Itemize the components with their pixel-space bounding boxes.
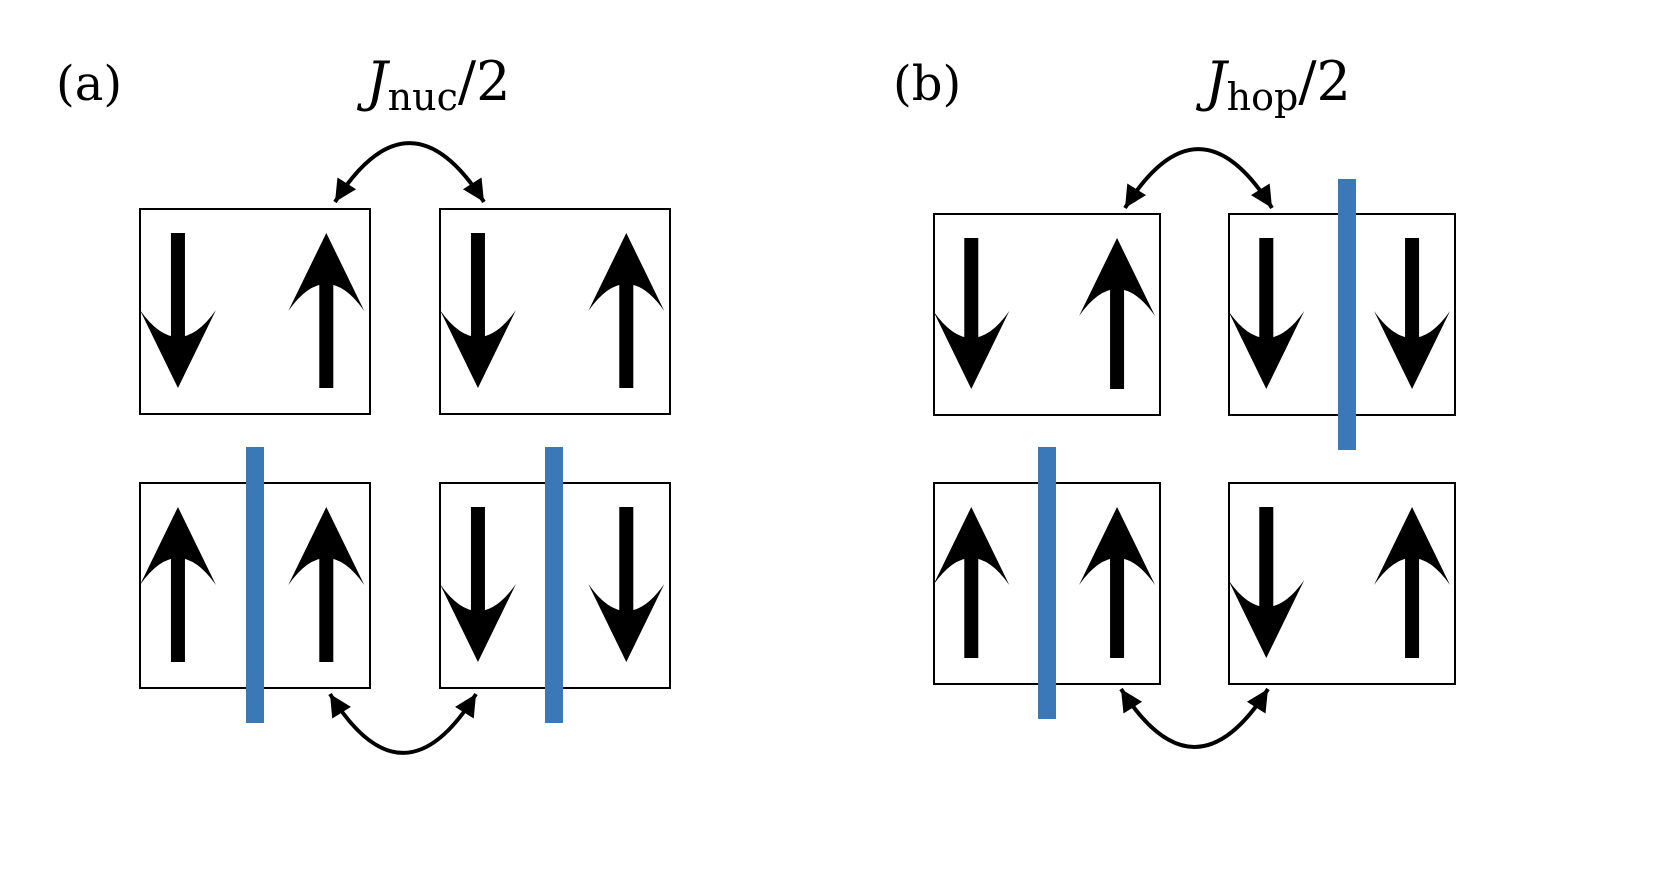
spin-down-arrow — [139, 233, 216, 388]
hop-arc — [328, 692, 478, 755]
arrow-head — [1228, 580, 1305, 658]
arrow-head — [288, 507, 365, 585]
arrow-shaft — [319, 257, 334, 388]
arrow-shaft — [319, 531, 334, 662]
arrow-shaft — [1405, 531, 1420, 658]
spin-state — [139, 482, 371, 689]
spin-state — [933, 482, 1161, 685]
panel-b-states — [933, 179, 1456, 719]
spin-state — [933, 213, 1161, 416]
domain-wall — [545, 447, 563, 723]
spin-down-arrow — [439, 507, 516, 662]
hop-arrowhead-right — [1246, 689, 1268, 714]
arrow-shaft — [470, 233, 485, 364]
spin-down-arrow — [1228, 507, 1305, 658]
panel-a-label: (a) — [56, 56, 122, 112]
coupling-symbol: J — [1195, 50, 1230, 113]
arrow-head — [139, 507, 216, 585]
arrow-head — [439, 310, 516, 388]
arrow-shaft — [1110, 531, 1125, 658]
spin-down-arrow — [439, 233, 516, 388]
hop-arrowhead-right — [1251, 183, 1272, 208]
panel-b: (b) Jhop/2 — [893, 50, 1456, 749]
panel-a-states — [139, 208, 671, 723]
hop-arc — [1123, 147, 1274, 210]
arrow-shaft — [619, 257, 634, 388]
arrow-head — [1079, 238, 1156, 316]
hop-arrowhead-right — [455, 694, 476, 719]
arrow-head — [588, 584, 665, 662]
arrow-head — [1374, 311, 1451, 389]
spin-state — [1228, 482, 1456, 685]
spin-up-arrow — [588, 233, 665, 388]
arrow-shaft — [1259, 507, 1274, 634]
hop-arrowhead-right — [462, 177, 484, 202]
arrow-head — [139, 310, 216, 388]
domain-wall — [1038, 447, 1056, 719]
hop-arrowhead-left — [330, 694, 351, 719]
arrow-head — [933, 507, 1010, 585]
arrow-shaft — [1405, 238, 1420, 365]
arrow-head — [588, 233, 665, 311]
arrow-shaft — [470, 507, 485, 638]
arrow-head — [1079, 507, 1156, 585]
coupling-suffix: /2 — [458, 50, 511, 113]
arrow-head — [933, 311, 1010, 389]
arrow-shaft — [964, 531, 979, 658]
state-box — [139, 208, 371, 415]
spin-state — [1228, 213, 1456, 416]
state-box — [1228, 482, 1456, 685]
domain-wall — [246, 447, 264, 723]
coupling-subscript: hop — [1227, 75, 1299, 119]
panel-b-coupling: Jhop/2 — [1195, 50, 1351, 119]
arrow-shaft — [170, 531, 185, 662]
panel-b-hops — [1119, 147, 1274, 749]
spin-state — [439, 208, 671, 415]
panel-b-label: (b) — [893, 56, 961, 112]
domain-wall — [1338, 179, 1356, 450]
spin-up-arrow — [1079, 507, 1156, 658]
hop-arrowhead-left — [1121, 689, 1143, 714]
panel-a: (a) Jnuc/2 — [56, 50, 671, 755]
coupling-suffix: /2 — [1298, 50, 1351, 113]
spin-up-arrow — [288, 233, 365, 388]
spin-down-arrow — [588, 507, 665, 662]
state-box — [439, 208, 671, 415]
spin-up-arrow — [288, 507, 365, 662]
spin-up-arrow — [1374, 507, 1451, 658]
spin-state — [139, 208, 371, 415]
spin-down-arrow — [1228, 238, 1305, 389]
spin-down-arrow — [933, 238, 1010, 389]
hop-arc — [1119, 687, 1270, 749]
arrow-head — [288, 233, 365, 311]
arrow-head — [1228, 311, 1305, 389]
arrow-shaft — [1110, 262, 1125, 389]
hop-arrowhead-left — [335, 177, 357, 202]
arrow-head — [439, 584, 516, 662]
spin-state — [439, 482, 671, 689]
spin-down-arrow — [1374, 238, 1451, 389]
panel-a-coupling: Jnuc/2 — [356, 50, 510, 119]
hop-arrowhead-left — [1125, 183, 1146, 208]
hop-arc — [333, 141, 486, 204]
panel-a-hops — [328, 141, 486, 755]
coupling-symbol: J — [356, 50, 391, 113]
coupling-subscript: nuc — [388, 75, 458, 119]
arrow-shaft — [1259, 238, 1274, 365]
arrow-head — [1374, 507, 1451, 585]
spin-up-arrow — [1079, 238, 1156, 389]
spin-up-arrow — [139, 507, 216, 662]
spin-up-arrow — [933, 507, 1010, 658]
arrow-shaft — [619, 507, 634, 638]
arrow-shaft — [170, 233, 185, 364]
arrow-shaft — [964, 238, 979, 365]
state-box — [933, 213, 1161, 416]
